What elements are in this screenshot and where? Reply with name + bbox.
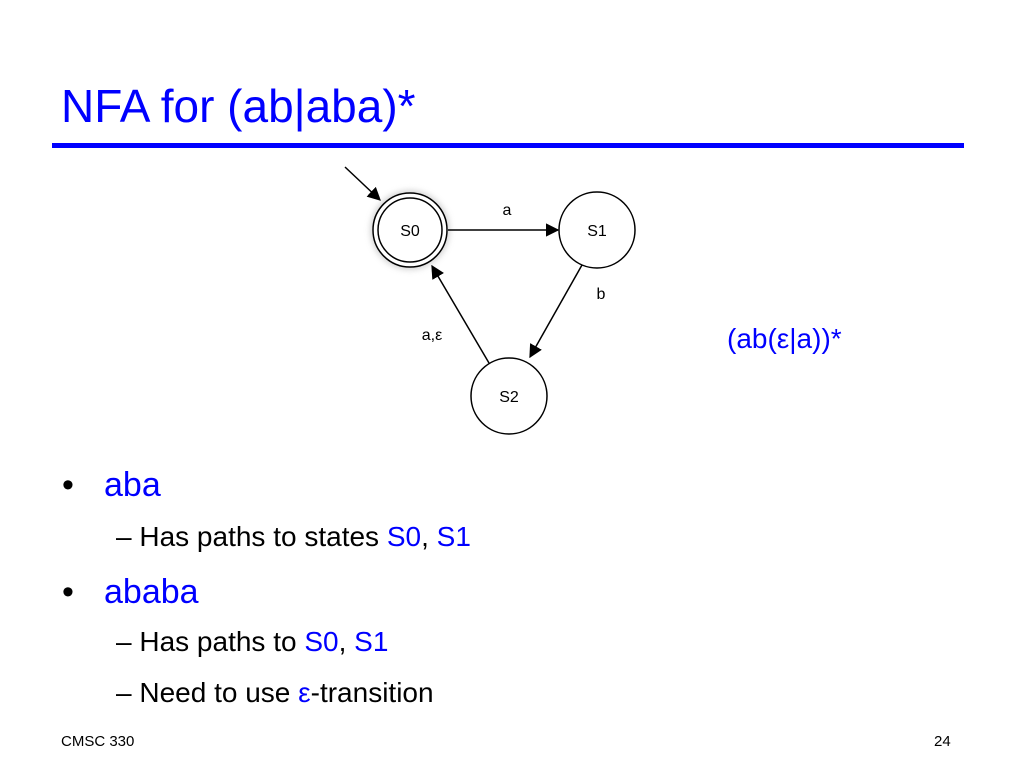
- sub-bullet-aba-paths: – Has paths to states S0, S1: [116, 520, 471, 554]
- state-ref-s1: S1: [436, 521, 471, 552]
- footer-page-number: 24: [934, 733, 951, 750]
- state-s2-label: S2: [499, 389, 519, 406]
- epsilon-symbol: ε: [298, 677, 311, 708]
- state-s0-label: S0: [400, 223, 420, 240]
- transition-s0-s1-label: a: [503, 202, 512, 219]
- title-underline: [52, 143, 964, 148]
- sub-bullet-text: Has paths to: [139, 626, 305, 657]
- bullet-text: ababa: [104, 573, 199, 611]
- sub-bullet-dash: –: [116, 626, 132, 657]
- bullet-text: aba: [104, 466, 161, 504]
- bullet-symbol: •: [62, 573, 74, 611]
- state-s0: S0: [370, 190, 450, 270]
- state-ref-s0: S0: [386, 521, 422, 552]
- sub-bullet-ababa-paths: – Has paths to S0, S1: [116, 625, 388, 659]
- slide-title: NFA for (ab|aba)*: [61, 80, 416, 132]
- comma-separator: ,: [421, 521, 437, 552]
- transition-s2-s0-label: a,ε: [422, 327, 442, 344]
- sub-bullet-dash: –: [116, 521, 132, 552]
- state-s2: S2: [470, 357, 548, 435]
- sub-bullet-text-suffix: -transition: [310, 677, 434, 708]
- sub-bullet-text: Need to use: [139, 677, 299, 708]
- comma-separator: ,: [338, 626, 355, 657]
- transition-s1-s2-label: b: [597, 286, 606, 303]
- regex-note: (ab(ε|a))*: [727, 323, 842, 354]
- state-s1: S1: [558, 191, 636, 269]
- sub-bullet-dash: –: [116, 677, 132, 708]
- sub-bullet-text: Has paths to states: [139, 521, 387, 552]
- transition-s2-s0: [431, 264, 490, 364]
- state-ref-s1: S1: [354, 626, 389, 657]
- state-ref-s0: S0: [304, 626, 339, 657]
- sub-bullet-epsilon: – Need to use ε-transition: [116, 676, 434, 710]
- transition-s1-s2: [529, 264, 583, 359]
- bullet-symbol: •: [62, 466, 74, 504]
- state-s1-label: S1: [587, 223, 607, 240]
- footer-course: CMSC 330: [61, 733, 135, 750]
- start-arrow: [344, 166, 381, 201]
